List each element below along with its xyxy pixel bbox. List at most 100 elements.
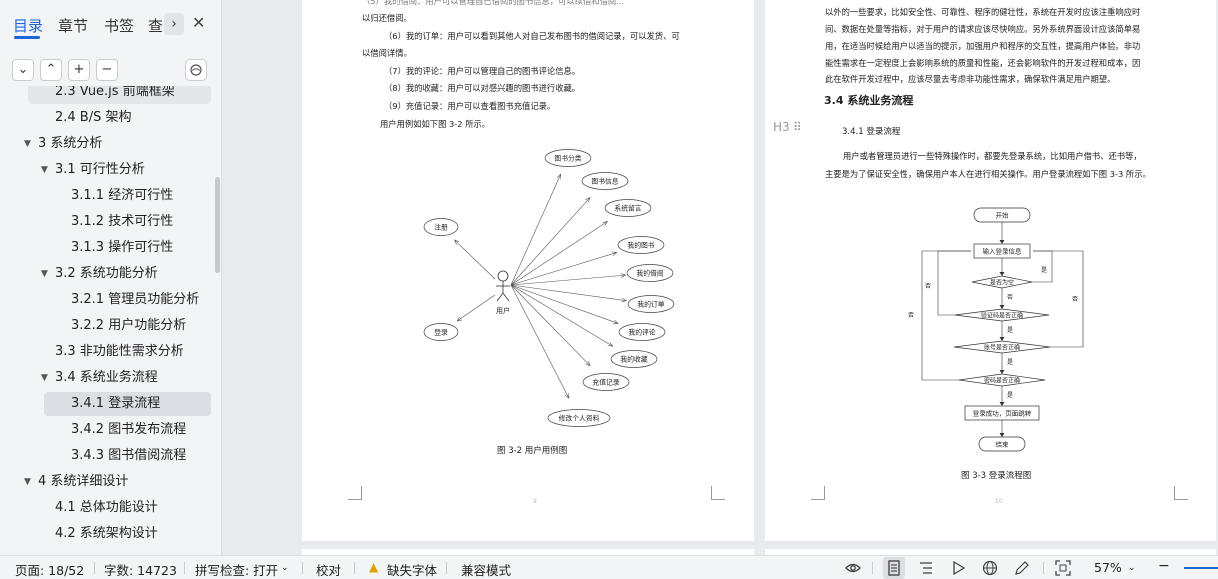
cut-off-line: （5）我的借阅：用户可以管理自己借阅的图书信息，可以续借和借阅... [362, 0, 625, 6]
collapse-all-button[interactable]: ⌄ [12, 59, 34, 81]
use-case-ellipse [604, 199, 652, 217]
use-case-label: 注册 [434, 223, 448, 232]
divider [1043, 562, 1044, 574]
arrowhead [585, 197, 591, 203]
flow-label: 是 [1041, 267, 1047, 274]
flow-label: 是 [1007, 392, 1013, 399]
toc-item-label: 2.4 B/S 架构 [55, 110, 132, 125]
use-case-diagram: 用户注册登录图书分类图书信息系统留言我的图书我的借阅我的订单我的评论我的收藏充值… [423, 149, 675, 427]
toc-item[interactable]: 3.3 非功能性需求分析 [55, 339, 184, 365]
toc-item[interactable]: 3.4.1 登录流程 [71, 391, 160, 417]
paragraph-line: 此在软件开发过程中，应该尽量去考虑非功能性需求，确保软件满足用户期望。 [825, 74, 1116, 84]
proofread-button[interactable]: 校对 [316, 563, 342, 578]
chevron-down-icon[interactable]: ⌄ [281, 563, 289, 573]
tab-toc[interactable]: 目录 [13, 17, 44, 35]
paragraph-line: （6）我的订单：用户可以看到其他人对自己发布图书的借阅记录，可以发货、可 [384, 31, 680, 41]
flow-loop [1033, 250, 1084, 348]
use-case-label: 我的收藏 [620, 355, 647, 364]
drag-handle-icon[interactable]: ⠿ [793, 120, 802, 134]
toc-item[interactable]: ▼3 系统分析 [24, 131, 102, 157]
tab-chapters[interactable]: 章节 [58, 17, 89, 35]
toc-item[interactable]: ▼3.1 可行性分析 [41, 157, 145, 183]
navigation-pane: 目录 章节 书签 查 › ✕ ⌄ ⌃ + − 2.3 Vue.js 前端框架 2.… [0, 0, 222, 555]
flow-label: 验证码是否正确 [981, 312, 1023, 320]
flow-label: 是 [1007, 359, 1013, 366]
flow-loop [921, 250, 971, 381]
arrowhead [453, 239, 460, 245]
missing-font-button[interactable]: 缺失字体 [387, 563, 438, 578]
toc-item[interactable]: 3.1.3 操作可行性 [71, 235, 173, 261]
page-view-button[interactable] [883, 557, 905, 579]
page-corner-mark [1174, 486, 1188, 500]
flow-arrowhead [999, 272, 1005, 276]
toc-item[interactable]: 3.4.3 图书借阅流程 [71, 443, 186, 469]
figure-caption: 图 3-2 用户用例图 [497, 446, 568, 456]
toc-item[interactable]: 3.4.2 图书发布流程 [71, 417, 186, 443]
arrowhead [556, 173, 562, 180]
toc-item[interactable]: 2.3 Vue.js 前端框架 [55, 86, 175, 105]
flow-label: 是 [1007, 327, 1013, 334]
toc-item[interactable]: 4.2 系统架构设计 [55, 521, 158, 547]
play-icon[interactable] [949, 559, 967, 577]
chevron-right-icon[interactable]: › [164, 13, 184, 35]
association-line [510, 197, 591, 286]
association-line [510, 284, 570, 399]
expand-arrow-icon[interactable]: ▼ [41, 269, 48, 279]
toc-item[interactable]: 3.2.2 用户功能分析 [71, 313, 186, 339]
toc-item[interactable]: 3.1.1 经济可行性 [71, 183, 173, 209]
toc-item-label: 2.3 Vue.js 前端框架 [55, 86, 175, 99]
remove-heading-button[interactable]: − [96, 59, 118, 81]
zoom-out-button[interactable]: − [1158, 558, 1170, 574]
toc-item[interactable]: ▼3.4 系统业务流程 [41, 365, 158, 391]
toc-item[interactable]: ▼4 系统详细设计 [24, 469, 128, 495]
toc-item-label: 3.4.2 图书发布流程 [71, 422, 187, 437]
globe-icon[interactable] [981, 559, 999, 577]
tab-find[interactable]: 查 [148, 17, 162, 35]
page-corner-mark [711, 486, 725, 500]
paragraph-line: 用户用例如如下图 3-2 所示。 [380, 119, 491, 129]
toc-item[interactable]: ▼3.2 系统功能分析 [41, 261, 158, 287]
zoom-level[interactable]: 57% [1094, 560, 1122, 575]
flow-arrowhead [999, 337, 1005, 341]
page-indicator[interactable]: 页面: 18/52 [15, 563, 85, 578]
actor-label: 用户 [496, 306, 510, 315]
close-icon[interactable]: ✕ [192, 13, 206, 32]
expand-arrow-icon[interactable]: ▼ [24, 477, 31, 487]
toc-item[interactable]: 4.1 总体功能设计 [55, 495, 158, 521]
zoom-slider[interactable] [1184, 567, 1218, 569]
page-view-icon [888, 560, 900, 576]
warning-icon: ▲ [369, 560, 379, 574]
toc-item-label: 3.1.3 操作可行性 [71, 240, 174, 255]
toc-item[interactable]: 2.4 B/S 架构 [55, 105, 132, 131]
login-flowchart: 开始输入登录信息是否为空否验证码是否正确是账号是否正确是密码是否正确是登录成功，… [908, 207, 1084, 452]
outline-view-icon[interactable] [917, 559, 935, 577]
toc-item[interactable]: 3.2.1 管理员功能分析 [71, 287, 199, 313]
paragraph-line: 以归还借阅。 [362, 13, 412, 23]
toc-scrollbar[interactable] [215, 177, 220, 273]
tab-bookmarks[interactable]: 书签 [104, 17, 135, 35]
toc-item-label: 3.4.3 图书借阅流程 [71, 448, 187, 463]
flow-label: 否 [1072, 296, 1078, 303]
page-number: 9 [533, 498, 537, 505]
subsection-heading: 3.4.1 登录流程 [842, 127, 901, 137]
pen-icon[interactable] [1013, 559, 1031, 577]
arrowhead [456, 316, 463, 322]
flow-label: 输入登录信息 [983, 247, 1023, 256]
heading-level-marker[interactable]: H3 [773, 120, 790, 134]
add-heading-button[interactable]: + [68, 59, 90, 81]
expand-arrow-icon[interactable]: ▼ [41, 373, 48, 383]
toc-item-label: 3.2.2 用户功能分析 [71, 318, 187, 333]
expand-all-button[interactable]: ⌃ [40, 59, 62, 81]
toc-item[interactable]: 3.1.2 技术可行性 [71, 209, 173, 235]
expand-arrow-icon[interactable]: ▼ [24, 139, 31, 149]
use-case-ellipse [617, 236, 665, 254]
fit-page-icon[interactable] [1054, 559, 1072, 577]
settings-icon[interactable] [185, 59, 207, 81]
chevron-down-icon[interactable]: ⌄ [1128, 563, 1136, 573]
expand-arrow-icon[interactable]: ▼ [41, 165, 48, 175]
spell-check-toggle[interactable]: 拼写检查: 打开 [195, 563, 279, 578]
toc-selection-highlight [44, 392, 211, 416]
eye-icon[interactable] [844, 559, 862, 577]
word-count[interactable]: 字数: 14723 [104, 563, 177, 578]
toc-item-label: 4.2 系统架构设计 [55, 526, 158, 541]
